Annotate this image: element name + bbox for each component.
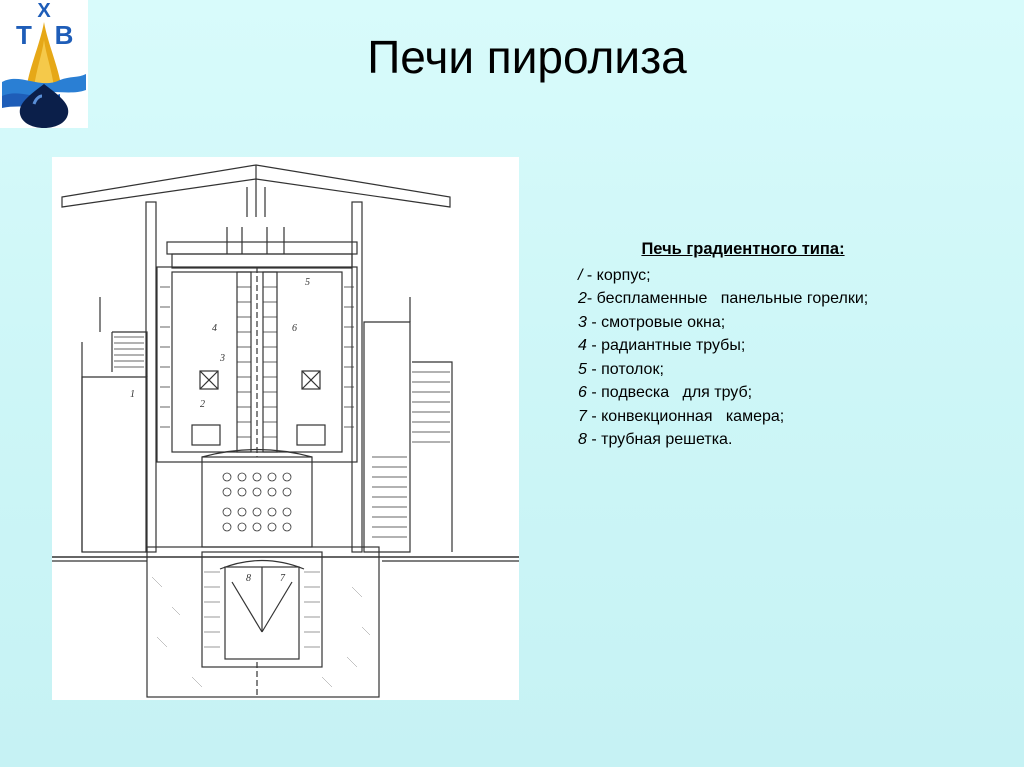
legend-text: - конвекционная камера; [586,407,785,425]
legend-num: 4 [578,337,587,354]
label-1: 1 [130,389,135,400]
slide-title: Печи пиролиза [367,31,687,83]
legend-text: - беспламенные панельные горелки; [586,290,869,307]
legend-item: 2- беспламенные панельные горелки; [578,287,998,311]
logo-letter-t: Т [16,20,32,50]
logo-graphic: Х Т В [2,0,86,128]
label-3: 3 [219,353,225,364]
logo-letter-b: В [55,20,74,50]
legend-text: - корпус; [582,266,651,284]
label-6: 6 [292,323,297,334]
legend-item: 8 - трубная решетка. [578,428,998,452]
legend-num: 5 [578,360,587,378]
legend-item: 6 - подвеска для труб; [578,381,998,405]
legend-heading: Печь градиентного типа: [641,240,845,258]
legend-text: - подвеска для труб; [586,384,753,401]
legend-num: 7 [578,407,587,425]
furnace-drawing: 1 2 3 4 5 6 7 8 [52,157,519,700]
legend-num: 6 [578,384,587,401]
label-2: 2 [200,399,205,410]
label-7: 7 [280,573,286,584]
legend-item: / - корпус; [578,264,998,288]
label-4: 4 [212,323,217,334]
legend-item: 4 - радиантные трубы; [578,334,998,358]
tube-grid-chamber [201,551,323,668]
left-platform [81,376,148,553]
sight-window-right [301,370,321,390]
legend-num: 8 [578,431,587,448]
logo-letter-x: Х [37,0,51,22]
legend-num: / [578,266,583,284]
foundation [146,546,380,698]
legend-item: 7 - конвекционная камера; [578,405,998,429]
right-column [351,201,363,553]
label-5: 5 [305,277,310,288]
right-platform [363,321,411,553]
label-8: 8 [246,573,251,584]
legend-text: - потолок; [586,360,664,378]
legend-text: - трубная решетка. [586,431,733,448]
furnace-cross-section: 1 2 3 4 5 6 7 8 [52,164,519,698]
legend-item: 5 - потолок; [578,358,998,382]
legend-item: 3 - смотровые окна; [578,311,998,335]
sight-window-left [199,370,219,390]
legend-num: 2 [578,290,587,307]
logo: Х Т В [0,0,88,128]
legend: Печь градиентного типа: / - корпус; 2- б… [578,238,998,452]
legend-text: - смотровые окна; [586,313,726,331]
legend-num: 3 [578,313,587,331]
legend-text: - радиантные трубы; [586,337,746,354]
convection-chamber [201,456,313,548]
